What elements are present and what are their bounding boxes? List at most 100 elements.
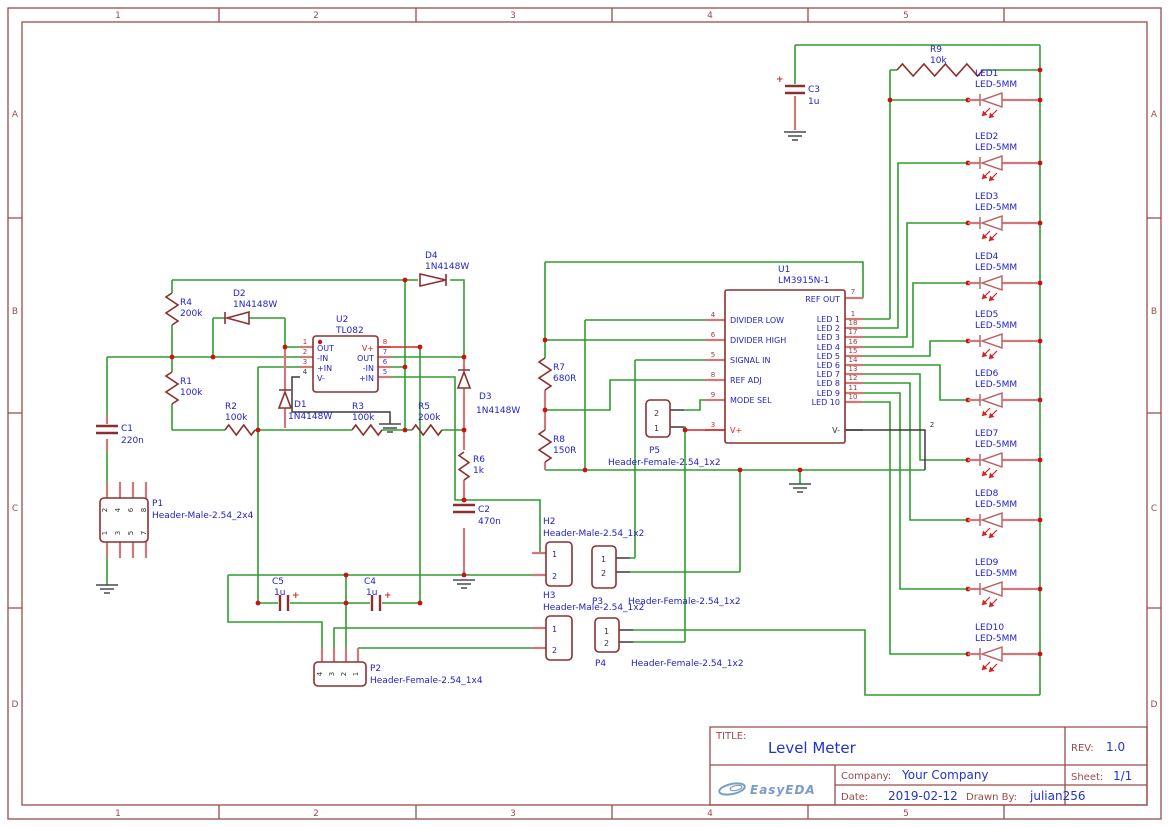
part-ref: R6 — [473, 455, 485, 465]
led-led3[interactable]: LED3 LED-5MM — [968, 192, 1038, 242]
part-value: 100k — [225, 413, 248, 423]
p1-pin-8: 8 — [140, 508, 148, 512]
part-ref: U1 — [778, 265, 790, 275]
wires — [105, 44, 1041, 696]
part-value: 1u — [366, 588, 377, 598]
resistor-r1[interactable]: R1 100k — [164, 371, 203, 405]
header-p1[interactable]: 2 4 6 8 1 3 5 7 P1 Header-Male-2.54_2x4 — [99, 497, 254, 543]
led-led6[interactable]: LED6 LED-5MM — [968, 369, 1038, 419]
u1-pin-name-led3: LED 3 — [817, 333, 840, 342]
header-p4[interactable]: 1 2 P4 Header-Female-2.54_1x2 — [594, 617, 744, 669]
part-value: Header-Female-2.54_1x2 — [608, 458, 721, 468]
u1-pin-num-3: 3 — [711, 421, 715, 429]
ground-symbols — [96, 131, 811, 594]
u2-pin-name-inv2: -IN — [363, 364, 374, 373]
resistor-r4[interactable]: R4 200k — [164, 292, 203, 326]
p3-pin-1: 1 — [601, 555, 606, 564]
part-value: 10k — [930, 56, 947, 66]
p5-pin-2: 2 — [654, 409, 659, 418]
p2-pin-2: 2 — [340, 672, 348, 676]
header-p5[interactable]: 2 1 P5 Header-Female-2.54_1x2 — [608, 399, 721, 468]
led-led10[interactable]: LED10 LED-5MM — [968, 623, 1038, 673]
part-value: 1N4148W — [233, 300, 277, 310]
part-value: LED-5MM — [975, 203, 1017, 213]
part-ref: D1 — [294, 400, 307, 410]
u1-pin-num-led5: 15 — [849, 347, 858, 355]
led-led2[interactable]: LED2 LED-5MM — [968, 132, 1038, 182]
capacitor-c5[interactable]: + C5 1u — [272, 577, 300, 611]
led-led8[interactable]: LED8 LED-5MM — [968, 489, 1038, 539]
led-led7[interactable]: LED7 LED-5MM — [968, 429, 1038, 479]
u1-pin-name-mode-sel: MODE SEL — [730, 396, 772, 405]
h2-pin-1: 1 — [552, 550, 557, 559]
row-label-left-c: C — [12, 504, 18, 514]
resistor-r7[interactable]: R7 680R — [537, 357, 576, 391]
row-label-left-b: B — [12, 307, 18, 317]
capacitor-c3[interactable]: + C3 1u — [776, 75, 820, 107]
u2-pin-name-out1: OUT — [317, 344, 334, 353]
resistor-r9[interactable]: R9 10k — [896, 45, 984, 78]
capacitor-c1[interactable]: C1 220n — [96, 424, 144, 446]
u1-pin-num-8: 8 — [711, 371, 715, 379]
part-ref: R5 — [418, 402, 430, 412]
p4-pin-1: 1 — [604, 627, 609, 636]
part-ref: LED7 — [975, 429, 998, 439]
polarity-plus-icon: + — [776, 75, 784, 85]
part-ref: R3 — [352, 402, 364, 412]
u1-pin-name-led1: LED 1 — [817, 315, 840, 324]
capacitor-c2[interactable]: C2 470n — [453, 503, 501, 527]
led-led4[interactable]: LED4 LED-5MM — [968, 252, 1038, 302]
header-h2[interactable]: 1 2 H2 Header-Male-2.54_1x2 — [543, 517, 644, 587]
title-block: TITLE: Level Meter REV: 1.0 Company: You… — [709, 726, 1148, 806]
u1-pin-num-5: 5 — [711, 351, 715, 359]
resistor-r2[interactable]: R2 100k — [224, 402, 256, 437]
h2-pin-2: 2 — [552, 572, 557, 581]
resistor-r3[interactable]: R3 100k — [351, 402, 383, 437]
u1-pin-name-divider-low: DIVIDER LOW — [730, 316, 784, 325]
resistor-r6[interactable]: R6 1k — [457, 451, 485, 481]
diode-d2[interactable]: D2 1N4148W — [223, 289, 277, 326]
diode-d3[interactable]: D3 1N4148W — [456, 369, 520, 416]
header-p2[interactable]: 4 3 2 1 P2 Header-Female-2.54_1x4 — [313, 661, 483, 687]
resistor-r8[interactable]: R8 150R — [537, 429, 576, 463]
u1-pin-name-led7: LED 7 — [817, 370, 840, 379]
u1-pin-name-signal-in: SIGNAL IN — [730, 356, 770, 365]
p1-pin-3: 3 — [114, 531, 122, 535]
u1-pin-name-led9: LED 9 — [817, 389, 840, 398]
resistor-r5[interactable]: R5 200k — [411, 402, 443, 437]
part-value: 220n — [121, 436, 144, 446]
part-ref: H3 — [543, 591, 556, 601]
diode-d1[interactable]: D1 1N4148W — [277, 389, 332, 422]
part-ref: P3 — [592, 597, 603, 607]
part-value: Header-Male-2.54_1x2 — [543, 603, 644, 613]
u1-pin-num-7: 7 — [851, 288, 855, 296]
p5-pin-1: 1 — [654, 424, 659, 433]
diode-d4[interactable]: D4 1N4148W — [419, 251, 469, 288]
p1-pin-6: 6 — [127, 507, 135, 512]
row-label-left-a: A — [12, 110, 19, 120]
easyeda-logo-icon: EasyEDA — [718, 782, 815, 797]
part-value: LED-5MM — [975, 380, 1017, 390]
capacitor-c4[interactable]: + C4 1u — [364, 577, 392, 611]
u2-pin-name-vplus: V+ — [362, 344, 374, 353]
u1-pin-name-vminus: V- — [832, 426, 840, 435]
p1-pin-1: 1 — [101, 531, 109, 535]
part-ref: R7 — [553, 363, 565, 373]
header-h3[interactable]: 1 2 H3 Header-Male-2.54_1x2 — [543, 591, 644, 661]
ic-u1-lm3915[interactable]: U1 LM3915N-1 4 6 5 8 9 3 DIVIDER LOW DIV… — [711, 265, 934, 444]
row-label-left-d: D — [12, 700, 19, 710]
part-value: LED-5MM — [975, 263, 1017, 273]
header-p3[interactable]: 1 2 P3 Header-Female-2.54_1x2 — [591, 545, 741, 607]
p1-pin-7: 7 — [140, 531, 148, 535]
led-led1[interactable]: LED1 LED-5MM — [968, 69, 1038, 119]
col-label-top-5: 5 — [903, 11, 909, 21]
part-value: 1u — [274, 588, 285, 598]
part-value: 1N4148W — [288, 412, 332, 422]
led-led5[interactable]: LED5 LED-5MM — [968, 310, 1038, 360]
part-ref: R1 — [180, 377, 192, 387]
led-led9[interactable]: LED9 LED-5MM — [968, 558, 1038, 608]
part-value: Header-Male-2.54_1x2 — [543, 529, 644, 539]
ic-u2-tl082[interactable]: U2 TL082 1 2 3 4 8 7 6 5 OUT -IN +IN V- … — [303, 315, 388, 393]
